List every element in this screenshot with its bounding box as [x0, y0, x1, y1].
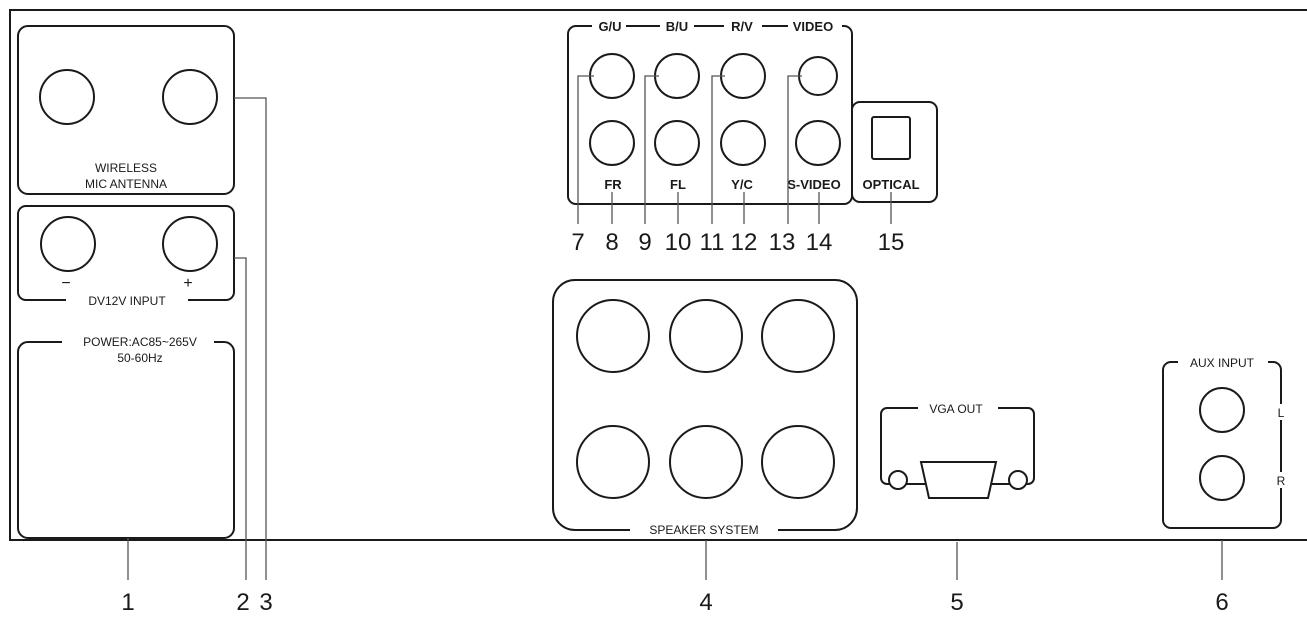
fr-jack[interactable]: [589, 120, 635, 166]
power-box: [17, 341, 235, 539]
fl-jack[interactable]: [654, 120, 700, 166]
video-jack[interactable]: [798, 56, 838, 96]
rv-label: R/V: [731, 19, 753, 34]
speaker-label-gap: [630, 522, 778, 538]
wireless-label: WIRELESS: [95, 161, 157, 175]
rv-jack[interactable]: [720, 53, 766, 99]
chassis-outline: [9, 9, 1307, 541]
vga-out-label: VGA OUT: [929, 402, 983, 416]
callout-5: 5: [950, 589, 963, 616]
aux-l-gap: [1274, 404, 1288, 420]
bu-jack[interactable]: [654, 53, 700, 99]
fl-label: FL: [670, 177, 686, 192]
callout-1: 1: [121, 589, 134, 616]
bottom-label-gap: [596, 176, 842, 192]
svideo-label: S-VIDEO: [787, 177, 840, 192]
aux-input-label: AUX INPUT: [1190, 356, 1255, 370]
antenna-jack-right[interactable]: [162, 69, 218, 125]
callout-14: 14: [806, 229, 833, 256]
speaker-system-label: SPEAKER SYSTEM: [649, 523, 758, 537]
vga-screw-left: [888, 470, 908, 490]
dc-input-label: DV12V INPUT: [88, 294, 166, 308]
aux-label-gap: [1178, 354, 1268, 370]
aux-jack-right[interactable]: [1199, 455, 1245, 501]
power-label: POWER:AC85~265V: [83, 335, 197, 349]
aux-input-box: [1162, 361, 1282, 529]
callout-9: 9: [638, 229, 651, 256]
mic-antenna-label: MIC ANTENNA: [85, 177, 167, 191]
power-label-gap: [62, 334, 214, 368]
dc-label-gap: [66, 294, 188, 308]
aux-r-label: R: [1277, 474, 1286, 488]
callout-11: 11: [700, 229, 725, 256]
dc-plus-label: +: [183, 275, 192, 292]
vga-port[interactable]: [919, 461, 998, 499]
callout-6: 6: [1215, 589, 1228, 616]
callout-12: 12: [731, 229, 758, 256]
yc-jack[interactable]: [720, 120, 766, 166]
callout-4: 4: [699, 589, 712, 616]
bu-label: B/U: [666, 19, 688, 34]
leader-line-11: [711, 75, 725, 224]
speaker-jack-1[interactable]: [576, 299, 650, 373]
speaker-jack-6[interactable]: [761, 425, 835, 499]
speaker-jack-2[interactable]: [669, 299, 743, 373]
vga-label-gap: [918, 400, 998, 416]
speaker-jack-5[interactable]: [669, 425, 743, 499]
gu-jack[interactable]: [589, 53, 635, 99]
callout-13: 13: [769, 229, 796, 256]
callout-15: 15: [878, 229, 905, 256]
leader-line-13: [787, 75, 802, 224]
dc-jack-plus[interactable]: [162, 216, 218, 272]
aux-jack-left[interactable]: [1199, 387, 1245, 433]
svideo-jack[interactable]: [795, 120, 841, 166]
dc-minus-label: −: [61, 275, 70, 292]
optical-port[interactable]: [871, 116, 911, 160]
leader-line-2: [234, 257, 247, 580]
video-label: VIDEO: [793, 19, 833, 34]
callout-7: 7: [571, 229, 584, 256]
leader-line-7: [577, 75, 594, 224]
optical-box: [851, 101, 938, 203]
power-frequency-label: 50-60Hz: [117, 351, 162, 365]
antenna-jack-left[interactable]: [39, 69, 95, 125]
vga-screw-right: [1008, 470, 1028, 490]
fr-label: FR: [604, 177, 622, 192]
callout-2: 2: [236, 589, 249, 616]
callout-8: 8: [605, 229, 618, 256]
speaker-jack-4[interactable]: [576, 425, 650, 499]
speaker-jack-3[interactable]: [761, 299, 835, 373]
dc-jack-minus[interactable]: [40, 216, 96, 272]
leader-line-3: [234, 97, 267, 580]
callout-3: 3: [259, 589, 272, 616]
gu-label: G/U: [598, 19, 621, 34]
callout-10: 10: [665, 229, 692, 256]
leader-line-9: [644, 75, 659, 224]
aux-r-gap: [1274, 472, 1288, 488]
yc-label: Y/C: [731, 177, 753, 192]
optical-label: OPTICAL: [862, 177, 919, 192]
aux-l-label: L: [1278, 406, 1285, 420]
wireless-mic-antenna-box: [17, 25, 235, 195]
